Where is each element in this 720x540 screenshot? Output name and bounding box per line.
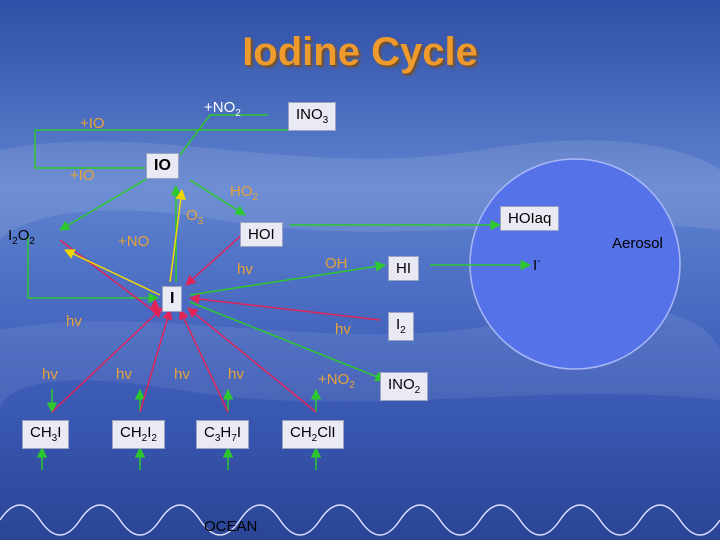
arrow-c3h7i-to-i <box>179 309 229 413</box>
arrow-i-to-ino2 <box>189 301 386 382</box>
label-hv-row1: hv <box>42 366 58 383</box>
label-plus-io-mid: +IO <box>70 167 95 184</box>
arrow-io-to-i2o2 <box>59 177 149 231</box>
species-ch2cli[interactable]: CH2ClI <box>282 420 344 449</box>
species-ch2i2[interactable]: CH2I2 <box>112 420 165 449</box>
label-hv-row4: hv <box>228 366 244 383</box>
arrow-i-to-hi <box>189 261 387 296</box>
species-io[interactable]: IO <box>146 153 179 179</box>
yellow-arrows <box>64 188 186 296</box>
species-i-minus[interactable]: I- <box>533 256 541 274</box>
arrow-i2-to-i <box>188 293 381 321</box>
label-hv-row3: hv <box>174 366 190 383</box>
species-c3h7i[interactable]: C3H7I <box>196 420 249 449</box>
ocean-label: OCEAN <box>204 518 258 535</box>
species-ch3i[interactable]: CH3I <box>22 420 70 449</box>
arrow-ch2cli-to-i <box>187 307 317 413</box>
species-hi[interactable]: HI <box>388 256 419 281</box>
page-title: Iodine Cycle <box>242 30 478 74</box>
arrow-i-no-i2o2 <box>64 249 161 296</box>
label-oh: OH <box>325 255 348 272</box>
ocean-waves <box>0 504 720 536</box>
arrow-no2-io <box>179 114 268 156</box>
label-hv-right: hv <box>335 321 351 338</box>
species-ino2[interactable]: INO2 <box>380 372 429 401</box>
arrow-i-o3-io <box>169 188 186 283</box>
arrow-io-hoi <box>189 179 246 216</box>
arrow-ch2i2-to-i <box>139 308 173 413</box>
label-plus-no2-top: +NO2 <box>204 99 241 119</box>
species-i[interactable]: I <box>162 286 183 312</box>
red-arrows <box>51 231 381 413</box>
aerosol-particle <box>469 158 681 370</box>
species-i2[interactable]: I2 <box>388 312 414 341</box>
label-plus-no2-bottom: +NO2 <box>318 371 355 391</box>
arrow-i2o2-to-i-hv <box>59 239 161 314</box>
arrow-hoi-to-i <box>185 231 246 286</box>
species-i2o2[interactable]: I2O2 <box>8 227 35 247</box>
aerosol-label: Aerosol <box>612 235 663 252</box>
species-ino3[interactable]: INO3 <box>288 102 337 131</box>
label-ho2: HO2 <box>230 183 259 203</box>
label-o3: O3 <box>186 207 204 227</box>
label-hv-row2: hv <box>116 366 132 383</box>
label-hv-left: hv <box>66 313 82 330</box>
label-hv-center: hv <box>237 261 253 278</box>
label-plus-io-top: +IO <box>80 115 105 132</box>
arrow-ch3i-to-i <box>51 307 163 413</box>
label-plus-no: +NO <box>118 233 150 250</box>
species-hoiaq[interactable]: HOIaq <box>500 206 560 231</box>
species-hoi[interactable]: HOI <box>240 222 283 247</box>
